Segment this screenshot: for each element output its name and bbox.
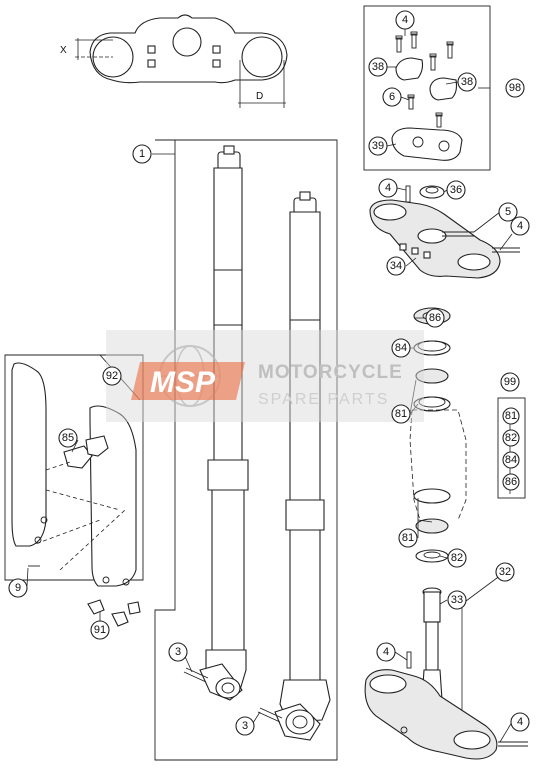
dimension-x-label: X	[60, 45, 67, 56]
callout-5: 5	[498, 202, 518, 222]
callout-32: 32	[495, 562, 515, 582]
callout-4-bottom-label: 4	[383, 646, 389, 658]
lower-triple-clamp	[364, 669, 498, 760]
callout-92-label: 92	[106, 370, 118, 382]
callout-4-kit: 4	[395, 10, 415, 30]
triple-clamp-dimension-view	[75, 14, 288, 108]
upper-clamp-bolts	[405, 185, 520, 253]
left-fork-leg	[199, 145, 249, 701]
callout-39: 39	[368, 136, 388, 156]
callout-38-left: 38	[368, 57, 388, 77]
callout-81-lower: 81	[398, 528, 418, 548]
steering-nut	[419, 185, 445, 199]
callout-81-upper-label: 81	[395, 408, 407, 420]
callouts: 1 4 38 38 6 39 98 4 36 5 4 34 86 84 81 8…	[8, 10, 530, 736]
callout-36: 36	[446, 180, 466, 200]
callout-85: 85	[58, 428, 78, 448]
callout-4-clamp-top: 4	[378, 178, 398, 198]
callout-33-label: 33	[451, 594, 463, 606]
callout-1-label: 1	[139, 148, 145, 160]
callout-92: 92	[102, 366, 122, 386]
callout-4-bottom-right-label: 4	[517, 716, 523, 728]
upper-triple-clamp	[369, 199, 501, 279]
callout-84-label: 84	[395, 342, 407, 354]
callout-6: 6	[382, 87, 402, 107]
callout-99: 99	[500, 372, 520, 392]
callout-4-clamp-top-label: 4	[385, 182, 391, 194]
callout-4-kit-label: 4	[402, 14, 408, 26]
dimension-d-label: D	[256, 91, 263, 102]
kit-99-item-84-label: 84	[505, 454, 517, 466]
right-fork-leg	[274, 191, 331, 741]
callout-4-right-top-label: 4	[517, 220, 523, 232]
callout-91: 91	[90, 620, 110, 640]
kit-99-item-86: 86	[502, 473, 520, 491]
callout-34: 34	[386, 256, 406, 276]
callout-33: 33	[447, 590, 467, 610]
kit-99-item-86-label: 86	[505, 476, 517, 488]
callout-6-label: 6	[389, 91, 395, 103]
callout-98: 98	[505, 78, 525, 98]
callout-99-label: 99	[504, 376, 516, 388]
callout-3-lower: 3	[235, 716, 255, 736]
left-fork-guard	[11, 362, 48, 547]
steering-bearing-stack	[413, 307, 451, 563]
axle-clamp-bolts	[183, 667, 283, 723]
callout-4-bottom-right: 4	[510, 712, 530, 732]
callout-85-label: 85	[62, 432, 74, 444]
callout-39-label: 39	[372, 140, 384, 152]
watermark-subtitle: SPARE PARTS	[258, 391, 389, 408]
callout-32-label: 32	[499, 566, 511, 578]
callout-38-right: 38	[457, 72, 477, 92]
watermark-logo-badge	[131, 362, 245, 400]
bearing-kit-box	[497, 397, 526, 499]
right-fork-guard	[89, 405, 137, 587]
callout-86-label: 86	[429, 312, 441, 324]
kit-99-item-82-label: 82	[505, 432, 517, 444]
kit-99-item-81: 81	[502, 407, 520, 425]
kit-99-item-82: 82	[502, 429, 520, 447]
clamp-kit-parts	[391, 31, 463, 161]
callout-38-left-label: 38	[372, 61, 384, 73]
callout-4-bottom: 4	[376, 642, 396, 662]
callout-82-label: 82	[451, 552, 463, 564]
callout-3-upper-label: 3	[175, 646, 181, 658]
callout-91-label: 91	[94, 624, 106, 636]
guard-clip-parts	[28, 435, 141, 627]
callout-9: 9	[8, 578, 28, 598]
fork-assembly-frame	[154, 139, 338, 761]
callout-3-lower-label: 3	[242, 720, 248, 732]
callout-5-label: 5	[505, 206, 511, 218]
kit-99-item-84: 84	[502, 451, 520, 469]
callout-1: 1	[132, 144, 152, 164]
watermark-title: MOTORCYCLE	[258, 362, 403, 383]
frame-head-tube-outline	[409, 409, 467, 521]
callout-9-label: 9	[15, 582, 21, 594]
callout-4-right-top: 4	[510, 216, 530, 236]
callout-36-label: 36	[450, 184, 462, 196]
callout-98-label: 98	[509, 82, 521, 94]
callout-34-label: 34	[390, 260, 402, 272]
callout-86: 86	[425, 308, 445, 328]
callout-82: 82	[447, 548, 467, 568]
watermark-logo: MSP	[150, 366, 216, 399]
callout-3-upper: 3	[168, 642, 188, 662]
watermark	[106, 330, 424, 422]
callout-81-lower-label: 81	[402, 532, 414, 544]
callout-84: 84	[391, 338, 411, 358]
kit-99-item-81-label: 81	[505, 410, 517, 422]
guard-dashed-guides	[29, 461, 126, 571]
callout-38-right-label: 38	[461, 76, 473, 88]
callout-81-upper: 81	[391, 404, 411, 424]
